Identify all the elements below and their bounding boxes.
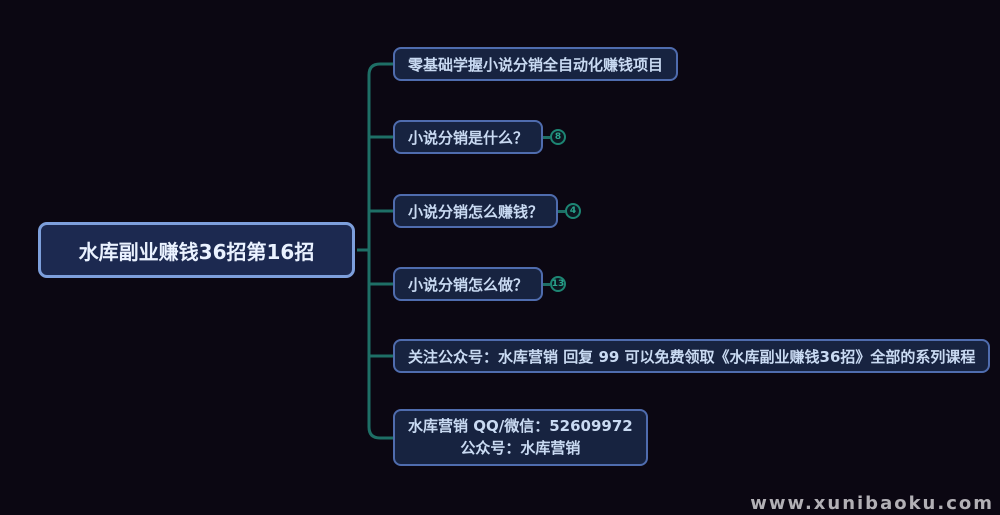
badge-connector xyxy=(558,209,566,213)
badge-connector xyxy=(543,135,551,139)
topic-row: 零基础学握小说分销全自动化赚钱项目 xyxy=(393,47,679,81)
root-topic[interactable]: 水库副业赚钱36招第16招 xyxy=(38,222,355,278)
topic-row: 小说分销怎么赚钱？ 4 xyxy=(393,194,582,228)
topic-node-follow-account[interactable]: 关注公众号：水库营销 回复 99 可以免费领取《水库副业赚钱36招》全部的系列课… xyxy=(393,339,991,373)
topic-node-how-earn[interactable]: 小说分销怎么赚钱？ xyxy=(393,194,559,228)
topic-row: 小说分销怎么做？ 13 xyxy=(393,267,567,301)
collapsed-count-badge[interactable]: 13 xyxy=(550,276,567,292)
topic-node-project[interactable]: 零基础学握小说分销全自动化赚钱项目 xyxy=(393,47,679,81)
collapsed-count-badge[interactable]: 8 xyxy=(550,129,567,145)
topic-row: 水库营销 QQ/微信：52609972 公众号：水库营销 xyxy=(393,409,648,466)
watermark-text: www.xunibaoku.com xyxy=(750,493,994,514)
topic-row: 小说分销是什么？ 8 xyxy=(393,120,567,154)
badge-connector xyxy=(543,282,551,286)
topic-node-what-is[interactable]: 小说分销是什么？ xyxy=(393,120,544,154)
topic-row: 关注公众号：水库营销 回复 99 可以免费领取《水库副业赚钱36招》全部的系列课… xyxy=(393,339,991,373)
trunk-connector xyxy=(367,62,395,440)
topic-node-contact[interactable]: 水库营销 QQ/微信：52609972 公众号：水库营销 xyxy=(393,409,648,466)
collapsed-count-badge[interactable]: 4 xyxy=(565,203,582,219)
topic-node-how-do[interactable]: 小说分销怎么做？ xyxy=(393,267,544,301)
